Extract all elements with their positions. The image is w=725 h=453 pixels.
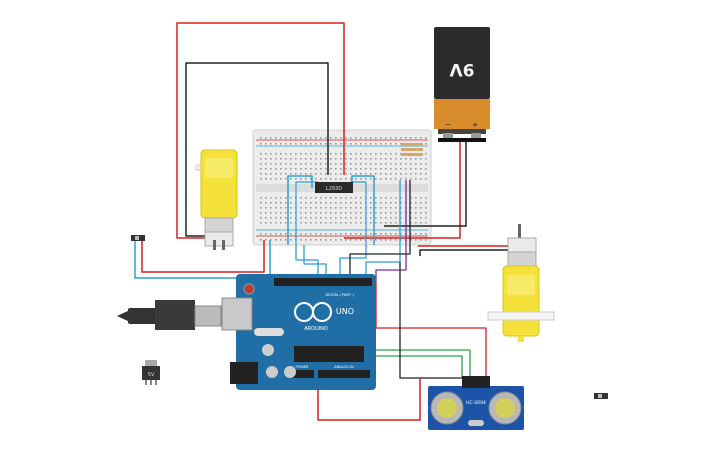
wire-red-left-motor (176, 22, 345, 239)
wire-purple-arduino (375, 180, 407, 282)
wire-green-2 (366, 355, 463, 378)
wire-red-battery (344, 141, 461, 239)
wire-black-left-motor (185, 62, 329, 237)
slide-switch-right[interactable] (594, 393, 608, 399)
arduino-analog-label: ANALOG IN (334, 365, 354, 369)
wire-blue-arduino-1 (295, 245, 319, 280)
wire-blue-arduino-3 (339, 245, 367, 280)
wire-red-switch (141, 240, 265, 273)
battery-9v[interactable]: 9V − + (434, 27, 490, 142)
wire-blue-switch (134, 240, 271, 279)
wire-blue-2 (295, 181, 318, 245)
ic-label: L293D (326, 186, 342, 192)
arduino-power-label: POWER (296, 365, 310, 369)
regulator-label: 5V (148, 372, 155, 378)
wire-black-battery (384, 141, 467, 227)
arduino-model: UNO (336, 307, 354, 316)
wire-blue-4 (350, 181, 367, 245)
dc-motor-left[interactable] (195, 149, 238, 250)
usb-cable[interactable] (117, 300, 222, 330)
ultrasonic-sensor[interactable]: HC-SR04 (428, 376, 524, 430)
dc-motor-right[interactable] (487, 224, 555, 342)
arduino-brand: ARDUINO (304, 326, 328, 332)
wire-blue-arduino-2 (303, 245, 327, 280)
battery-plus-label: + (472, 121, 478, 129)
wire-black-sensor (399, 262, 478, 379)
wire-blue-arduino-4 (365, 180, 401, 280)
battery-minus-label: − (445, 121, 451, 129)
wire-green-1 (370, 349, 471, 378)
sensor-label: HC-SR04 (466, 400, 486, 406)
arduino-uno[interactable]: ARDUINO UNO DIGITAL (PWM~) POWER ANALOG … (221, 274, 376, 390)
battery-label: 9V (449, 59, 475, 79)
arduino-digital-label: DIGITAL (PWM~) (325, 293, 355, 297)
wire-red-power (317, 378, 421, 421)
motor-driver-ic[interactable]: L293D (315, 182, 353, 193)
wire-black-right-motor (419, 249, 508, 256)
voltage-regulator[interactable]: 5V (142, 360, 160, 385)
wires (134, 22, 508, 421)
slide-switch-left[interactable] (131, 235, 145, 241)
wire-black-arduino (349, 180, 411, 280)
resistors[interactable] (401, 143, 423, 156)
